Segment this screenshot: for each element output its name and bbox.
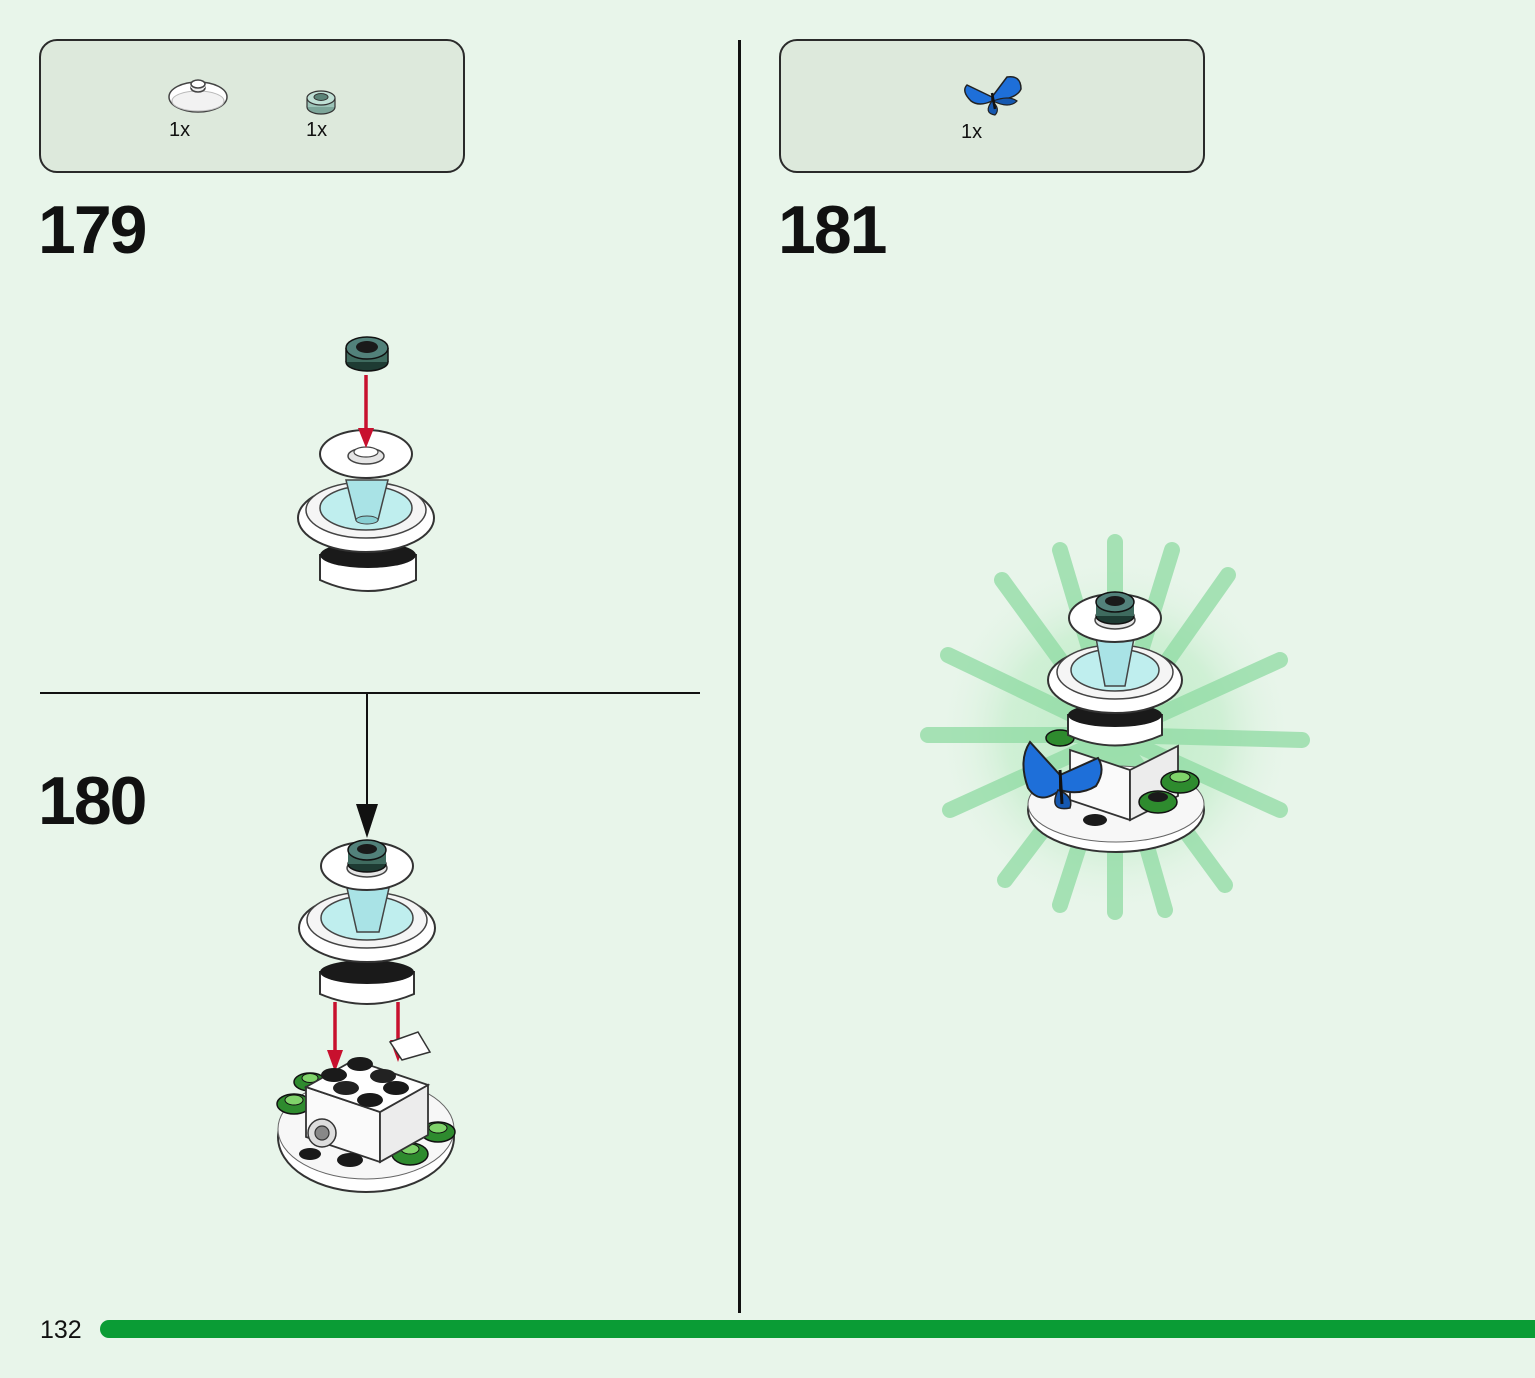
part-count: 1x xyxy=(169,119,191,141)
white-round-dish-icon xyxy=(168,79,228,113)
step-divider xyxy=(40,692,700,694)
parts-box-step-181: 1x xyxy=(779,39,1205,173)
step-number-180: 180 xyxy=(38,763,147,839)
parts-box-step-179: 1x 1x xyxy=(39,39,465,173)
part-count: 1x xyxy=(961,121,983,143)
step-179-illustration xyxy=(297,336,435,592)
sand-green-round-plate-icon xyxy=(306,90,336,115)
page-number: 132 xyxy=(40,1316,82,1344)
part-count: 1x xyxy=(306,119,328,141)
step-number-181: 181 xyxy=(778,192,887,268)
step-181-illustration xyxy=(920,534,1310,920)
butterfly xyxy=(1022,740,1103,810)
green-plates xyxy=(276,1072,456,1166)
progress-bar xyxy=(100,1320,1535,1338)
step-180-illustration xyxy=(276,694,456,1193)
blue-butterfly-icon xyxy=(964,76,1022,116)
step-number-179: 179 xyxy=(38,192,147,268)
column-divider xyxy=(738,40,741,1313)
